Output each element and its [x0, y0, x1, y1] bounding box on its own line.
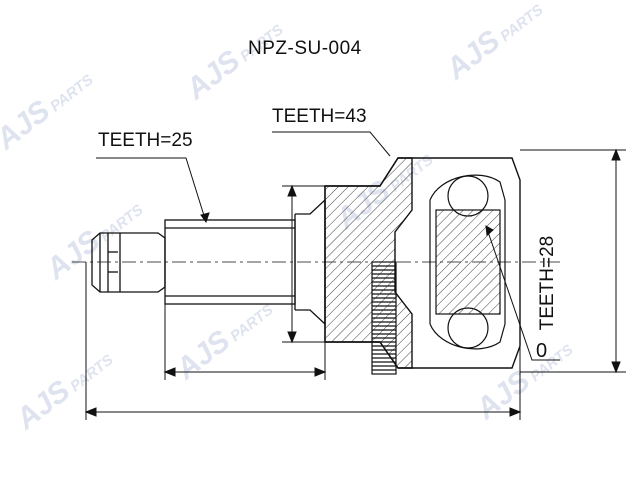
abs-ring — [371, 261, 397, 375]
inner-race — [429, 174, 506, 350]
zero-mark-label: 0 — [536, 340, 548, 362]
leader-lines — [96, 131, 560, 361]
part-number: NPZ-SU-004 — [248, 38, 362, 59]
abs-ring-teeth-label: TEETH=43 — [272, 106, 367, 127]
inner-teeth-label: TEETH=28 — [537, 235, 558, 331]
dimension-lines — [84, 148, 626, 420]
outer-teeth-label: TEETH=25 — [98, 130, 193, 151]
